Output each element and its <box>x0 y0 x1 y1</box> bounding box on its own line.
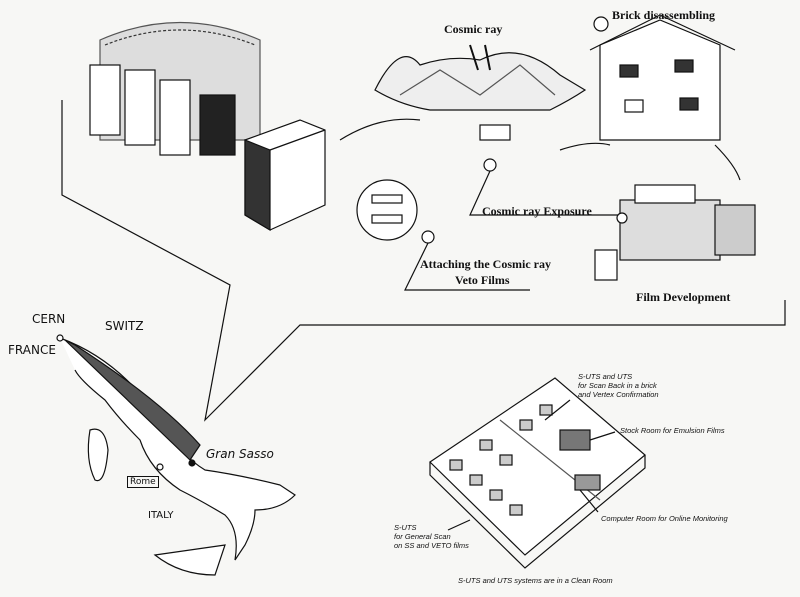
label-brick-disassembling: Brick disassembling <box>612 8 716 22</box>
label-cosmic-ray: Cosmic ray <box>444 22 503 36</box>
label-switz: SWITZ <box>105 319 144 333</box>
house-illustration <box>589 14 741 181</box>
arrow <box>339 118 421 141</box>
scan-back-line1: S-UTS and UTS <box>578 372 633 381</box>
general-scan-line2: for General Scan <box>394 532 451 541</box>
film-development-illustration <box>594 184 756 281</box>
brick-wall-illustration <box>89 21 261 156</box>
label-cosmic-ray-exposure: Cosmic ray Exposure <box>482 204 592 218</box>
label-stock-room: Stock Room for Emulsion Films <box>620 426 725 435</box>
label-rome: Rome <box>127 476 159 488</box>
label-film-development: Film Development <box>636 290 731 304</box>
veto-film-circle <box>356 179 418 241</box>
scan-back-line2: for Scan Back in a brick <box>578 381 657 390</box>
mountain-illustration <box>374 44 620 216</box>
label-italy: ITALY <box>148 510 174 521</box>
label-attaching-line2: Veto Films <box>455 273 510 287</box>
brick-closeup <box>244 119 326 232</box>
general-scan-line1: S-UTS <box>394 523 417 532</box>
label-gran-sasso: Gran Sasso <box>206 447 274 461</box>
general-scan-line3: on SS and VETO films <box>394 541 469 550</box>
label-general-scan: S-UTS for General Scan on SS and VETO fi… <box>394 523 469 550</box>
label-computer-room: Computer Room for Online Monitoring <box>601 514 728 523</box>
lab-caption: S-UTS and UTS systems are in a Clean Roo… <box>458 576 613 585</box>
scan-back-line3: and Vertex Confirmation <box>578 390 659 399</box>
label-scan-back: S-UTS and UTS for Scan Back in a brick a… <box>578 372 659 399</box>
frame-line <box>61 100 786 422</box>
label-attaching-line1: Attaching the Cosmic ray <box>420 257 551 271</box>
label-cern: CERN <box>32 312 66 326</box>
italy-map <box>56 334 296 576</box>
lab-floor-plan <box>429 377 646 569</box>
label-france: FRANCE <box>8 343 56 357</box>
